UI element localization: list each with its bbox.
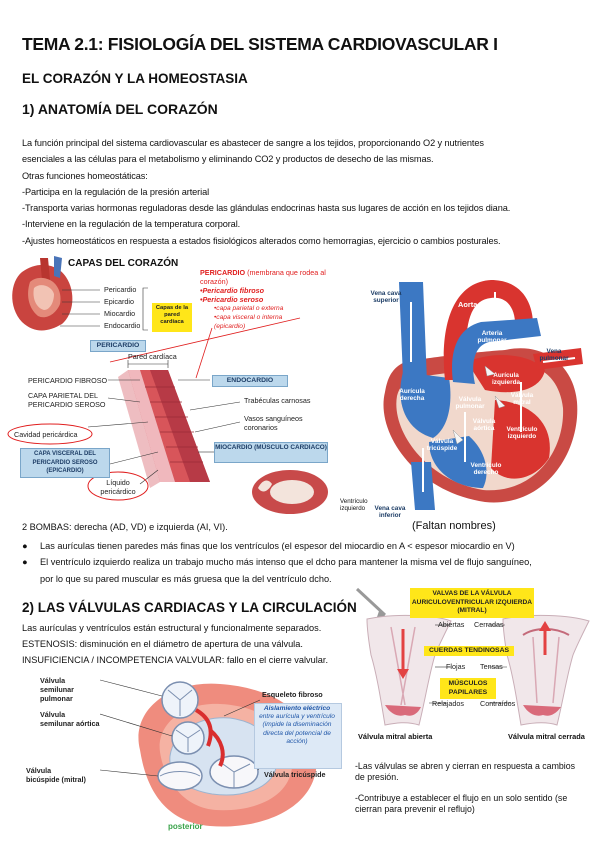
faltan-nombres-note: (Faltan nombres) xyxy=(412,520,496,532)
bombas-line: 2 BOMBAS: derecha (AD, VD) e izquierda (… xyxy=(22,522,228,532)
section-1-heading: 1) ANATOMÍA DEL CORAZÓN xyxy=(22,101,218,117)
mitral-valvas-box: VALVAS DE LA VÁLVULA AURICULOVENTRICULAR… xyxy=(410,588,534,618)
label-flojas: Flojas xyxy=(446,662,466,671)
label-valvula-mitral: Válvula mitral xyxy=(510,392,534,406)
endocardio-box: ENDOCARDIO xyxy=(212,375,288,387)
mitral-note: -Las válvulas se abren y cierran en resp… xyxy=(355,761,576,771)
label-valvula-semilunar-pulmonar: Válvula semilunar pulmonar xyxy=(40,676,74,703)
label-liquido-pericardico: Líquido pericárdico xyxy=(100,478,136,496)
valves-plane-figure xyxy=(100,679,317,827)
label-esqueleto-fibroso: Esqueleto fibroso xyxy=(262,690,323,699)
label-epicardio: Epicardio xyxy=(104,297,134,306)
mitral-note: cierran para prevenir el reflujo) xyxy=(355,804,475,814)
label-mitral-abierta: Válvula mitral abierta xyxy=(358,732,433,741)
label-ventriculo-derecho: Ventrículo derecho xyxy=(470,462,502,476)
note-parietal: •capa parietal o externa xyxy=(214,305,284,312)
label-pared-cardiaca: Pared cardíaca xyxy=(128,352,177,361)
bombas-bullets: ● Las aurículas tienen paredes más finas … xyxy=(22,538,532,587)
mitral-note: -Contribuye a establecer el flujo en un … xyxy=(355,793,568,803)
label-capa-parietal: CAPA PARIETAL DEL PERICARDIO SEROSO xyxy=(28,391,106,409)
section-2-line: Las aurículas y ventrículos están estruc… xyxy=(22,623,322,633)
heart-wall-illustration xyxy=(118,370,210,488)
label-cavidad-pericardica: Cavidad pericárdica xyxy=(14,430,78,439)
label-relajados: Relajados xyxy=(432,699,464,708)
mitral-valve-figure xyxy=(355,587,590,726)
label-mitral-cerrada: Válvula mitral cerrada xyxy=(508,732,585,741)
bullet-dot-icon: ● xyxy=(22,541,28,551)
aislamiento-body: entre aurícula y ventrículo (impide la d… xyxy=(259,713,335,745)
note-visceral: •capa visceral o interna xyxy=(214,314,283,321)
capa-visceral-box: CAPA VISCERAL DEL PERICARDIO SEROSO (EPI… xyxy=(20,448,110,478)
pericardio-notes: PERICARDIO (membrana que rodea al corazó… xyxy=(200,268,330,331)
label-auricula-izquierda: Aurícula izquierda xyxy=(491,372,521,386)
aislamiento-box xyxy=(254,703,342,769)
label-aorta: Aorta xyxy=(458,300,478,309)
page-subtitle: EL CORAZÓN Y LA HOMEOSTASIA xyxy=(22,71,248,86)
mitral-notes: -Las válvulas se abren y cierran en resp… xyxy=(355,761,575,815)
label-arteria-pulmonar: Arteria pulmonar xyxy=(477,330,507,344)
section-2-line: INSUFICIENCIA / INCOMPETENCIA VALVULAR: … xyxy=(22,655,328,665)
ventricle-cross-section xyxy=(252,470,328,514)
label-posterior: posterior xyxy=(168,822,203,831)
label-contraidos: Contraídos xyxy=(480,699,516,708)
bullet-ventriculo-izq-cont: por lo que su pared muscular es más grue… xyxy=(40,573,332,584)
label-vena-cava-superior: Vena cava superior xyxy=(370,290,402,304)
section-2-text: Las aurículas y ventrículos están estruc… xyxy=(22,620,328,668)
intro-line: -Participa en la regulación de la presió… xyxy=(22,186,210,197)
label-valvula-semilunar-aortica: Válvula semilunar aórtica xyxy=(40,710,100,728)
label-abiertas: Abiertas xyxy=(438,620,465,629)
label-endocardio: Endocardio xyxy=(104,321,141,330)
label-vena-cava-inferior: Vena cava inferior xyxy=(374,505,406,519)
bullet-auriculas: Las aurículas tienen paredes más finas q… xyxy=(40,541,515,551)
musculos-box: MÚSCULOS PAPILARES xyxy=(440,678,496,699)
note-pericardio-title: PERICARDIO xyxy=(200,268,246,277)
label-miocardio: Miocardio xyxy=(104,309,136,318)
label-valvula-tricuspide-2: Válvula tricúspide xyxy=(264,770,326,779)
note-pericardio-desc: (membrana que rodea al corazón) xyxy=(200,268,326,286)
intro-line: -Interviene en la regulación de la tempe… xyxy=(22,219,241,230)
label-pericardio: Pericardio xyxy=(104,285,137,294)
label-cerradas: Cerradas xyxy=(474,620,504,629)
aislamiento-title: Aislamiento eléctrico xyxy=(263,705,331,712)
bullet-dot-icon: ● xyxy=(22,557,28,568)
label-auricula-derecha: Aurícula derecha xyxy=(399,388,425,402)
note-epicardio: (epicardio) xyxy=(214,323,246,330)
intro-line: La función principal del sistema cardiov… xyxy=(22,138,484,148)
label-valvula-pulmonar: Válvula pulmonar xyxy=(455,396,485,410)
bullet-ventriculo-izq: El ventrículo izquierdo realiza un traba… xyxy=(40,557,532,568)
intro-line: esenciales a las células para el metabol… xyxy=(22,154,434,165)
heart-layers-figure xyxy=(7,256,328,514)
intro-paragraph: La función principal del sistema cardiov… xyxy=(22,135,510,249)
label-valvula-bicuspide: Válvula bicúspide (mitral) xyxy=(26,766,86,784)
pericardio-box: PERICARDIO xyxy=(90,340,146,352)
label-tensas: Tensas xyxy=(480,662,503,671)
miocardio-box: MIOCARDIO (MÚSCULO CARDIACO) xyxy=(214,442,328,463)
note-fibroso: •Pericardio fibroso xyxy=(200,286,265,295)
intro-line: Otras funciones homeostáticas: xyxy=(22,170,148,181)
label-ventriculo-izquierdo-small: Ventrículo izquierdo xyxy=(340,498,368,512)
label-trabeculas: Trabéculas carnosas xyxy=(244,396,311,405)
label-vena-pulmonar: Vena pulmonar xyxy=(539,348,569,362)
label-pericardio-fibroso: PERICARDIO FIBROSO xyxy=(28,376,108,385)
aislamiento-text: Aislamiento eléctrico entre aurícula y v… xyxy=(256,705,338,746)
intro-line: -Ajustes homeostáticos en respuesta a es… xyxy=(22,235,501,246)
capas-title: CAPAS DEL CORAZÓN xyxy=(68,258,179,269)
label-ventriculo-izquierdo: Ventrículo izquierdo xyxy=(506,426,538,440)
page-title: TEMA 2.1: FISIOLOGÍA DEL SISTEMA CARDIOV… xyxy=(22,34,498,54)
intro-line: -Transporta varias hormonas reguladoras … xyxy=(22,203,511,214)
heart-chambers-figure xyxy=(383,280,583,510)
mitral-note: de presión. xyxy=(355,772,399,782)
small-heart-illustration xyxy=(12,256,73,331)
cuerdas-box: CUERDAS TENDINOSAS xyxy=(424,646,514,656)
label-valvula-tricuspide: Válvula tricúspide xyxy=(426,438,458,452)
section-2-line: ESTENOSIS: disminución en el diámetro de… xyxy=(22,639,303,649)
section-2-heading: 2) LAS VÁLVULAS CARDIACAS Y LA CIRCULACI… xyxy=(22,600,357,615)
label-valvula-aortica: Válvula aórtica xyxy=(472,418,496,432)
capas-pared-box: Capas de la pared cardíaca xyxy=(152,303,192,332)
note-seroso: •Pericardio seroso xyxy=(200,295,264,304)
label-vasos-coronarios: Vasos sanguíneos coronarios xyxy=(244,414,303,432)
